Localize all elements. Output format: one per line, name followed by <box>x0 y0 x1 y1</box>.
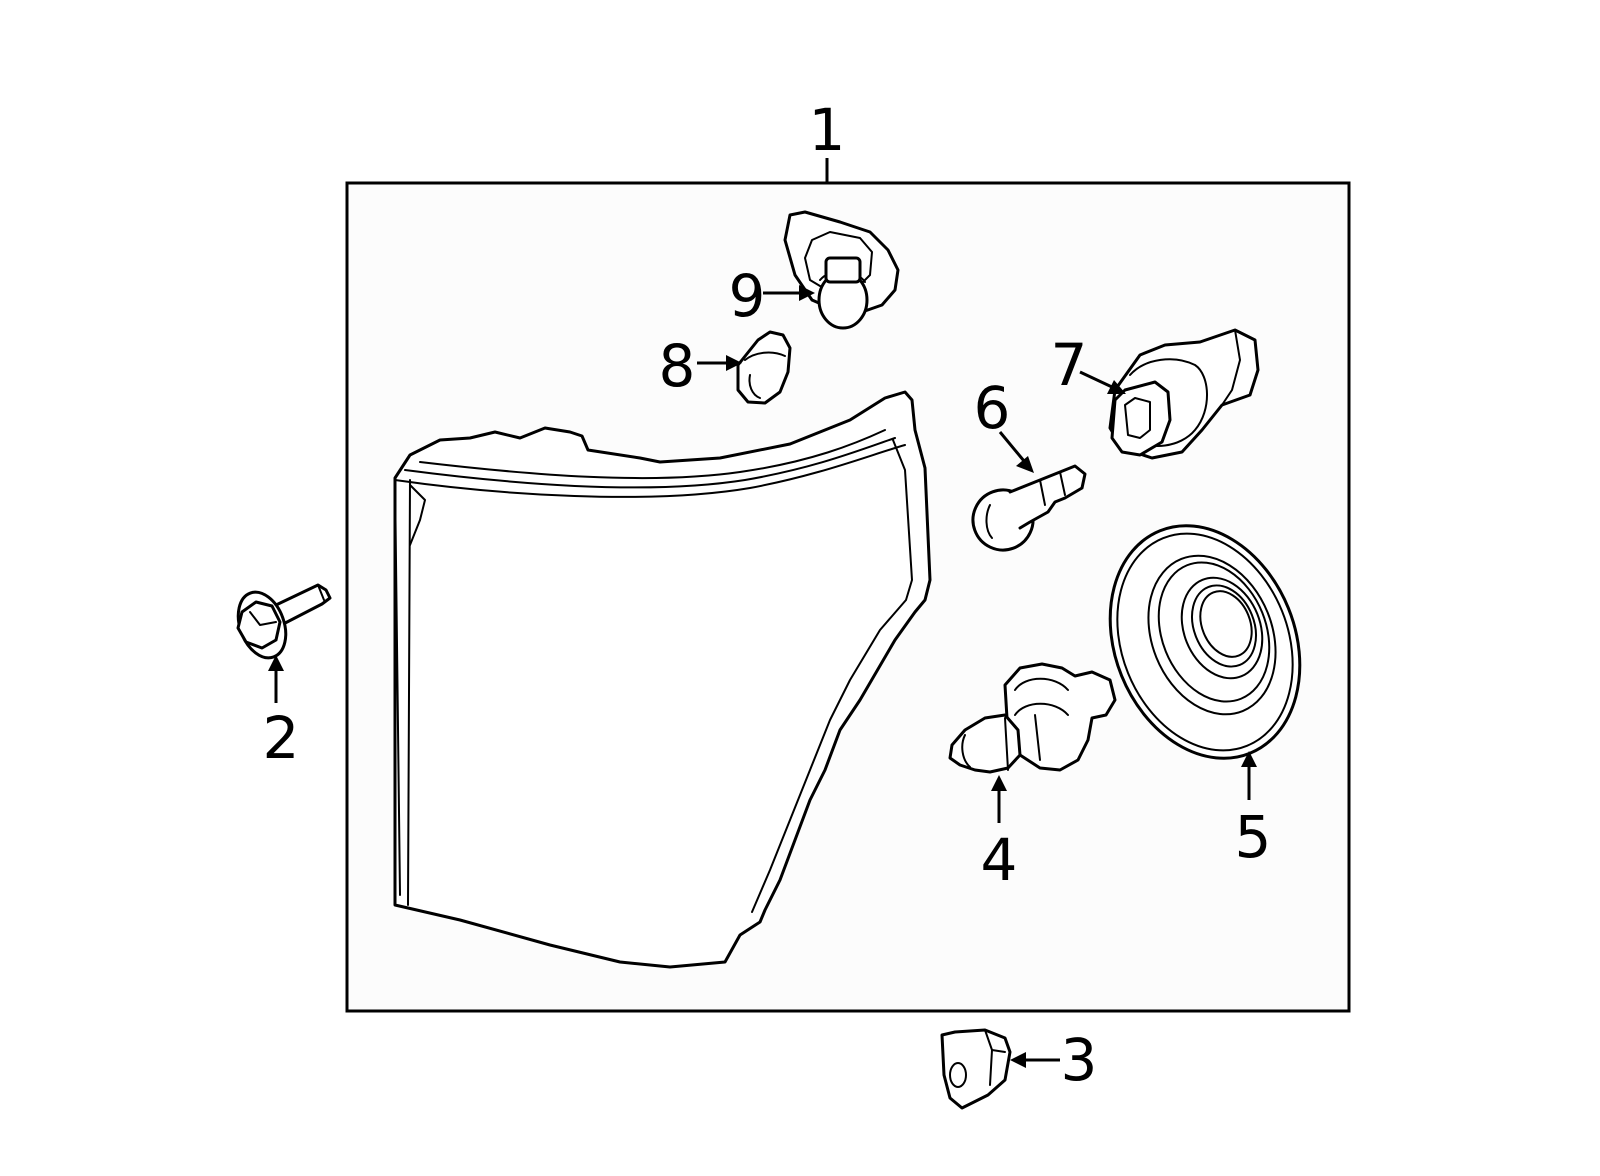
bulb-socket[interactable] <box>1108 328 1260 460</box>
bolt[interactable] <box>230 583 332 664</box>
callout-9: 9 <box>729 262 766 330</box>
callout-2: 2 <box>263 704 300 772</box>
leader-3 <box>1010 1052 1060 1068</box>
clip-nut[interactable] <box>940 1028 1012 1110</box>
callout-3: 3 <box>1061 1026 1098 1094</box>
leader-8 <box>697 355 742 371</box>
leader-9 <box>763 285 815 301</box>
turn-signal-bulb-socket[interactable] <box>783 210 900 330</box>
leader-6 <box>998 431 1034 473</box>
callout-7: 7 <box>1051 331 1088 399</box>
leader-4 <box>991 775 1007 823</box>
leader-7 <box>1079 370 1126 394</box>
seal-cover[interactable] <box>1077 497 1334 787</box>
callout-5: 5 <box>1235 803 1272 871</box>
side-marker-bulb[interactable] <box>965 464 1087 558</box>
small-bulb[interactable] <box>736 330 792 405</box>
headlamp-bulb[interactable] <box>948 662 1117 774</box>
callout-4: 4 <box>981 826 1018 894</box>
leader-5 <box>1241 751 1257 800</box>
headlamp-housing[interactable] <box>393 390 932 969</box>
callout-1: 1 <box>809 96 846 164</box>
callout-6: 6 <box>974 374 1011 442</box>
callout-8: 8 <box>659 332 696 400</box>
leader-2 <box>268 655 284 703</box>
